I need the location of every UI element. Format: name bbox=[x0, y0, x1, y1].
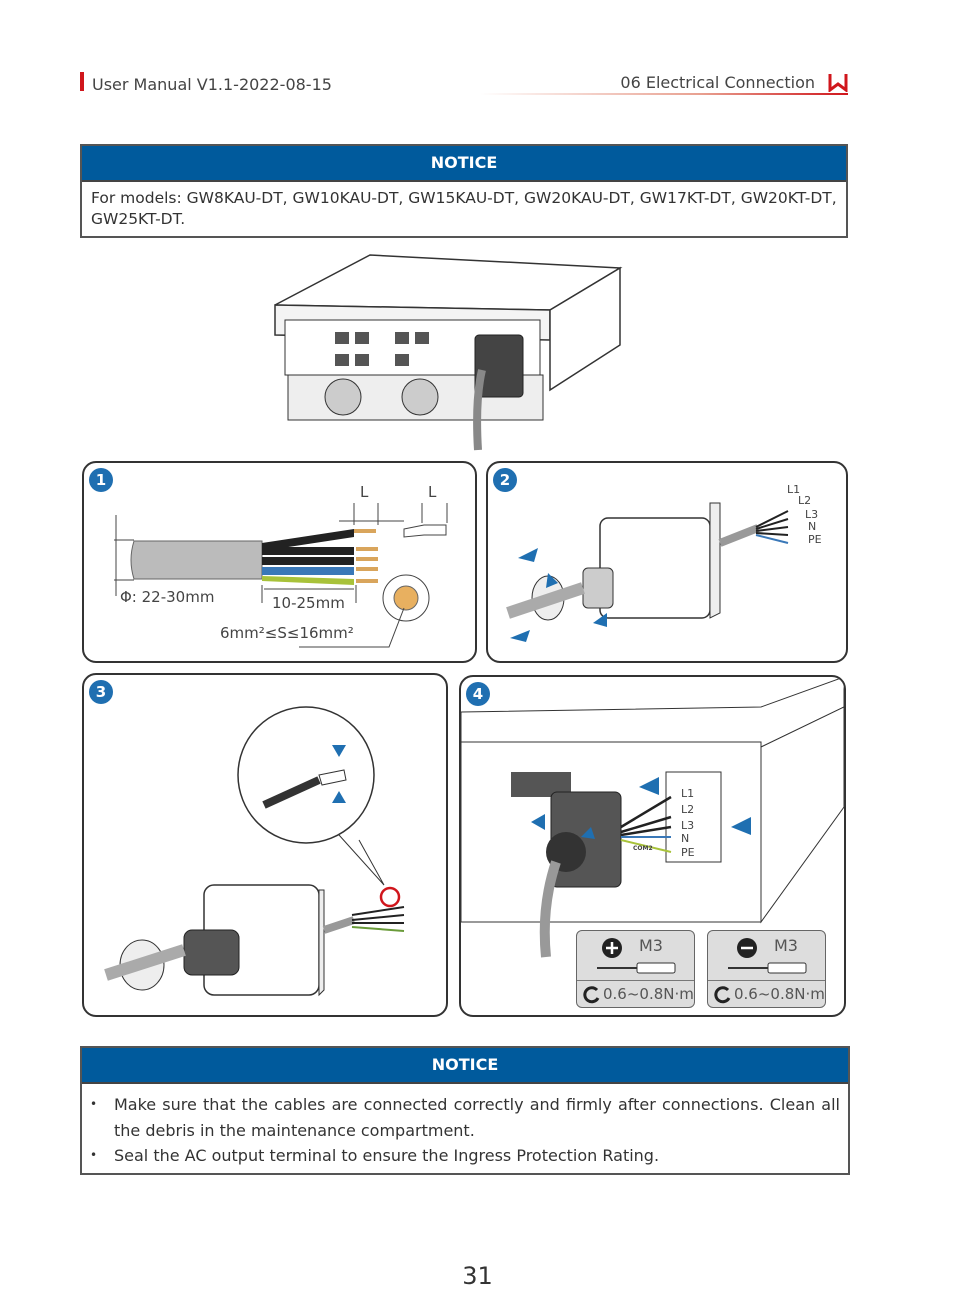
terminal-label-l3: L3 bbox=[681, 819, 695, 832]
notice-box-models: NOTICE For models: GW8KAU-DT, GW10KAU-DT… bbox=[80, 144, 848, 238]
chapter-title: 06 Electrical Connection bbox=[620, 73, 815, 92]
manual-version: User Manual V1.1-2022-08-15 bbox=[92, 75, 332, 94]
sheath-strip-label: 10-25mm bbox=[272, 594, 345, 612]
header-divider bbox=[480, 93, 848, 95]
terminal-label-l2: L2 bbox=[681, 803, 695, 816]
rotate-clockwise-icon bbox=[583, 986, 600, 1004]
terminal-label-pe: PE bbox=[681, 846, 695, 859]
torque-value: 0.6~0.8N·m bbox=[708, 980, 825, 1007]
notice-title: NOTICE bbox=[82, 146, 846, 182]
wire-label-n: N bbox=[808, 520, 817, 533]
wire-label-l2: L2 bbox=[798, 494, 812, 507]
page-number: 31 bbox=[462, 1262, 493, 1290]
ferrule-length-label: L bbox=[428, 483, 437, 501]
notice-item: Seal the AC output terminal to ensure th… bbox=[90, 1143, 840, 1169]
step-number-badge: 2 bbox=[493, 468, 517, 492]
screw-size: M3 bbox=[774, 936, 798, 955]
step-2-panel: 2 L1 L2 L3 N PE bbox=[486, 461, 848, 663]
step-3-panel: 3 bbox=[82, 673, 448, 1017]
notice-body: For models: GW8KAU-DT, GW10KAU-DT, GW15K… bbox=[91, 189, 837, 228]
notice-box-instructions: NOTICE Make sure that the cables are con… bbox=[80, 1046, 850, 1175]
cross-section-label: 6mm²≤S≤16mm² bbox=[220, 624, 354, 642]
terminal-connection-diagram bbox=[461, 677, 844, 958]
inverter-illustration bbox=[274, 254, 623, 451]
connector-assembly-diagram bbox=[506, 502, 789, 642]
wire-label-pe: PE bbox=[808, 533, 822, 546]
phillips-icon bbox=[602, 938, 622, 958]
step-number-badge: 4 bbox=[466, 682, 490, 706]
brand-logo-icon bbox=[828, 74, 848, 92]
wire-label-l3: L3 bbox=[805, 508, 819, 521]
tool-spec-slotted: M3 0.6~0.8N·m bbox=[707, 930, 826, 1008]
step-number-badge: 3 bbox=[89, 680, 113, 704]
header-accent-bar bbox=[80, 72, 84, 91]
notice-title: NOTICE bbox=[82, 1048, 848, 1084]
step-1-panel: 1 L L Φ: 22-30mm 10-25mm 6mm²≤S≤16mm² bbox=[82, 461, 477, 663]
ferrule-crimp-diagram bbox=[104, 706, 405, 997]
notice-list: Make sure that the cables are connected … bbox=[90, 1092, 840, 1169]
torque-value: 0.6~0.8N·m bbox=[577, 980, 694, 1007]
terminal-label-l1: L1 bbox=[681, 787, 695, 800]
screw-size: M3 bbox=[639, 936, 663, 955]
tool-spec-phillips: M3 0.6~0.8N·m bbox=[576, 930, 695, 1008]
terminal-label-n: N bbox=[681, 832, 690, 845]
cable-strip-diagram bbox=[114, 503, 448, 648]
strip-length-label: L bbox=[360, 483, 369, 501]
port-label: COM2 bbox=[633, 845, 653, 852]
cable-diameter-label: Φ: 22-30mm bbox=[120, 588, 215, 606]
slotted-icon bbox=[737, 938, 757, 958]
wire-label-l1: L1 bbox=[787, 483, 801, 496]
screwdriver-icon bbox=[728, 962, 807, 974]
step-number-badge: 1 bbox=[89, 468, 113, 492]
screwdriver-icon bbox=[597, 962, 676, 974]
notice-item: Make sure that the cables are connected … bbox=[90, 1092, 840, 1143]
rotate-clockwise-icon bbox=[714, 986, 731, 1004]
